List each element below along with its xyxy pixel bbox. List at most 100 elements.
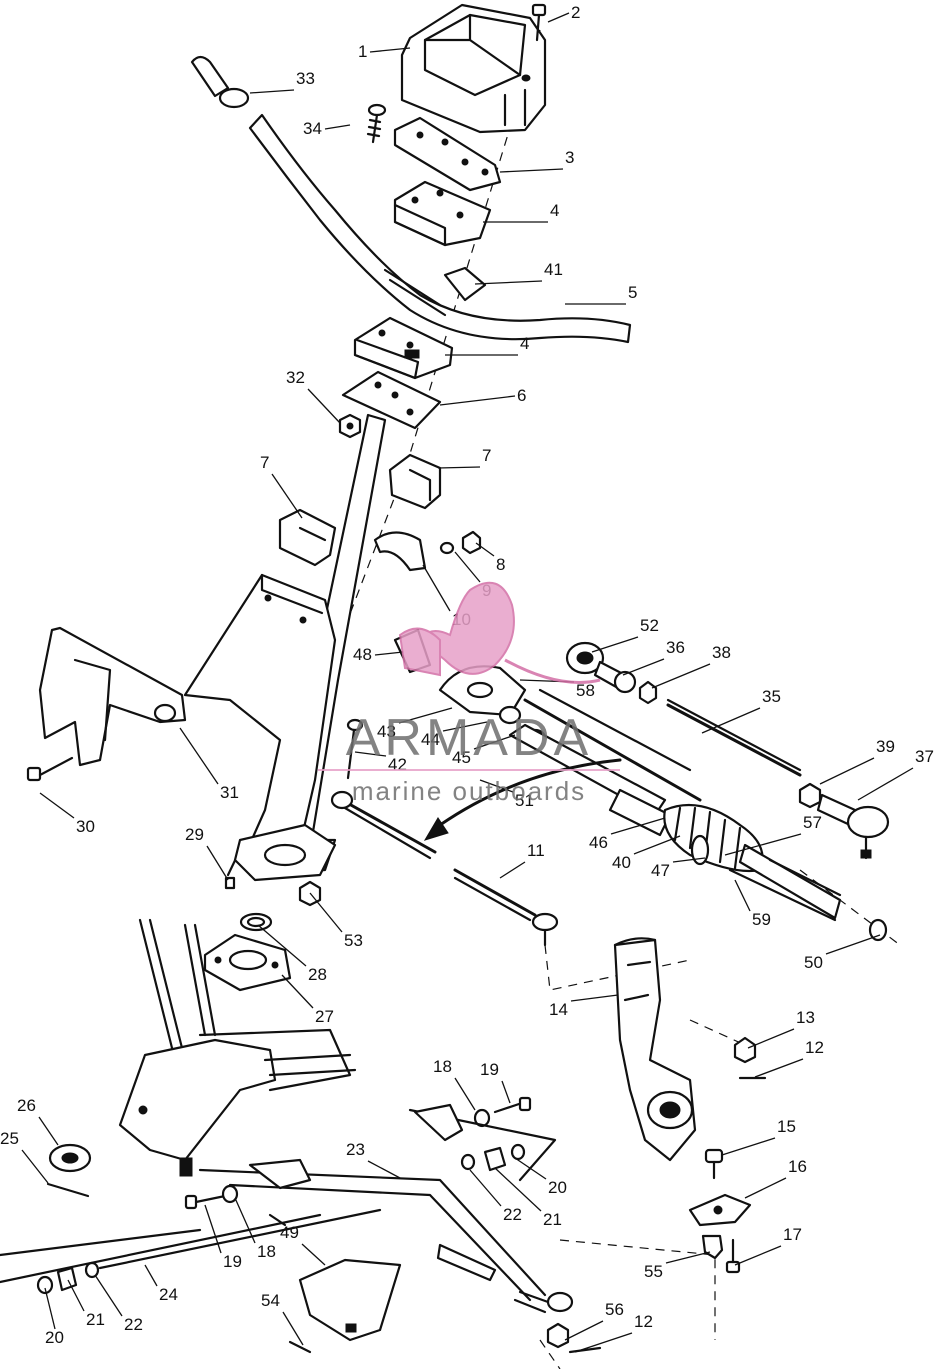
part-50-end-washer bbox=[868, 918, 888, 942]
callout-layer: 1233343441543267789104852363858354344424… bbox=[0, 3, 934, 1353]
callout-number: 38 bbox=[712, 643, 731, 662]
part-57-rack-end bbox=[738, 843, 842, 920]
callout-7: 7 bbox=[437, 446, 491, 469]
callout-49: 49 bbox=[280, 1223, 326, 1266]
callout-number: 49 bbox=[280, 1223, 299, 1242]
callout-leader-line bbox=[369, 47, 411, 53]
callout-leader-line bbox=[754, 1058, 804, 1078]
callout-leader-line bbox=[234, 1197, 256, 1244]
callout-number: 45 bbox=[452, 748, 471, 767]
callout-leader-line bbox=[469, 1169, 502, 1207]
callout-number: 14 bbox=[549, 1000, 568, 1019]
callout-number: 19 bbox=[223, 1252, 242, 1271]
part-22-washer-left bbox=[84, 1261, 100, 1279]
callout-47: 47 bbox=[651, 857, 706, 880]
callout-44: 44 bbox=[421, 721, 488, 749]
callout-leader-line bbox=[271, 473, 303, 519]
callout-15: 15 bbox=[721, 1117, 796, 1156]
watermark-tagline: marine outboards bbox=[352, 776, 586, 806]
callout-leader-line bbox=[21, 1149, 49, 1184]
callout-leader-line bbox=[67, 1279, 85, 1312]
callout-leader-line bbox=[206, 845, 229, 881]
callout-number: 56 bbox=[605, 1300, 624, 1319]
callout-55: 55 bbox=[644, 1251, 711, 1281]
callout-27: 27 bbox=[281, 974, 334, 1026]
part-38-nut bbox=[638, 680, 658, 705]
callout-35: 35 bbox=[701, 687, 781, 734]
callout-leader-line bbox=[633, 835, 681, 855]
callout-number: 23 bbox=[346, 1140, 365, 1159]
callout-leader-line bbox=[734, 1245, 782, 1266]
callout-number: 7 bbox=[260, 453, 269, 472]
callout-40: 40 bbox=[612, 835, 681, 872]
callout-33: 33 bbox=[249, 69, 315, 94]
callout-number: 39 bbox=[876, 737, 895, 756]
part-37-ball-joint bbox=[816, 793, 890, 860]
callout-number: 2 bbox=[571, 3, 580, 22]
callout-leader-line bbox=[499, 168, 564, 173]
part-30-screw bbox=[26, 756, 74, 782]
part-51-rack-rod bbox=[523, 688, 702, 802]
callout-leader-line bbox=[257, 924, 307, 967]
callout-number: 4 bbox=[520, 334, 529, 353]
callout-number: 51 bbox=[515, 791, 534, 810]
callout-number: 37 bbox=[915, 747, 934, 766]
watermark-logo-icon bbox=[418, 581, 515, 675]
callout-number: 6 bbox=[517, 386, 526, 405]
callout-leader-line bbox=[249, 89, 295, 94]
callout-leader-line bbox=[374, 651, 404, 656]
callout-number: 43 bbox=[377, 722, 396, 741]
callout-number: 18 bbox=[257, 1242, 276, 1261]
callout-number: 53 bbox=[344, 931, 363, 950]
callout-number: 22 bbox=[124, 1315, 143, 1334]
callout-number: 22 bbox=[503, 1205, 522, 1224]
part-59-rack-shaft bbox=[728, 858, 842, 922]
part-28-washer bbox=[239, 912, 273, 932]
part-5-handlebar bbox=[248, 113, 632, 344]
part-25-pin bbox=[46, 1182, 90, 1198]
callout-21: 21 bbox=[494, 1167, 562, 1229]
callout-12: 12 bbox=[754, 1038, 824, 1078]
part-16-plate bbox=[688, 1193, 752, 1227]
callout-leader-line bbox=[437, 466, 481, 469]
callout-number: 15 bbox=[777, 1117, 796, 1136]
callout-52: 52 bbox=[591, 616, 659, 653]
callout-37: 37 bbox=[857, 747, 934, 801]
callout-36: 36 bbox=[622, 638, 685, 676]
callout-leader-line bbox=[574, 1332, 633, 1353]
callout-14: 14 bbox=[549, 994, 619, 1019]
callout-12: 12 bbox=[574, 1312, 653, 1353]
callout-number: 25 bbox=[0, 1129, 19, 1148]
part-20-washer-left bbox=[36, 1275, 54, 1295]
callout-leader-line bbox=[454, 551, 481, 583]
callout-leader-line bbox=[454, 1077, 476, 1111]
callout-leader-line bbox=[857, 767, 914, 801]
callout-6: 6 bbox=[439, 386, 526, 406]
part-35-tie-rod bbox=[666, 698, 802, 777]
callout-number: 36 bbox=[666, 638, 685, 657]
part-21-bushing-left bbox=[56, 1266, 78, 1292]
part-27-bearing-plate bbox=[203, 933, 292, 992]
callout-leader-line bbox=[724, 833, 802, 856]
callout-1: 1 bbox=[358, 42, 411, 61]
callout-leader-line bbox=[44, 1287, 56, 1330]
callout-leader-line bbox=[475, 542, 495, 557]
watermark-brand: ARMADA bbox=[346, 709, 592, 767]
callout-25: 25 bbox=[0, 1129, 49, 1184]
part-44-bearing bbox=[498, 705, 522, 725]
callout-21: 21 bbox=[67, 1279, 105, 1329]
callout-leader-line bbox=[610, 817, 666, 835]
callout-number: 46 bbox=[589, 833, 608, 852]
callout-number: 20 bbox=[548, 1178, 567, 1197]
callout-leader-line bbox=[281, 974, 314, 1009]
callout-leader-line bbox=[744, 1177, 787, 1199]
callout-leader-line bbox=[282, 1311, 304, 1346]
callout-57: 57 bbox=[724, 813, 822, 856]
frame-bulkhead bbox=[183, 573, 337, 877]
callout-26: 26 bbox=[17, 1096, 59, 1146]
part-31-bracket bbox=[38, 626, 187, 767]
callout-number: 20 bbox=[45, 1328, 64, 1347]
callout-11: 11 bbox=[499, 841, 545, 879]
callout-number: 17 bbox=[783, 1225, 802, 1244]
